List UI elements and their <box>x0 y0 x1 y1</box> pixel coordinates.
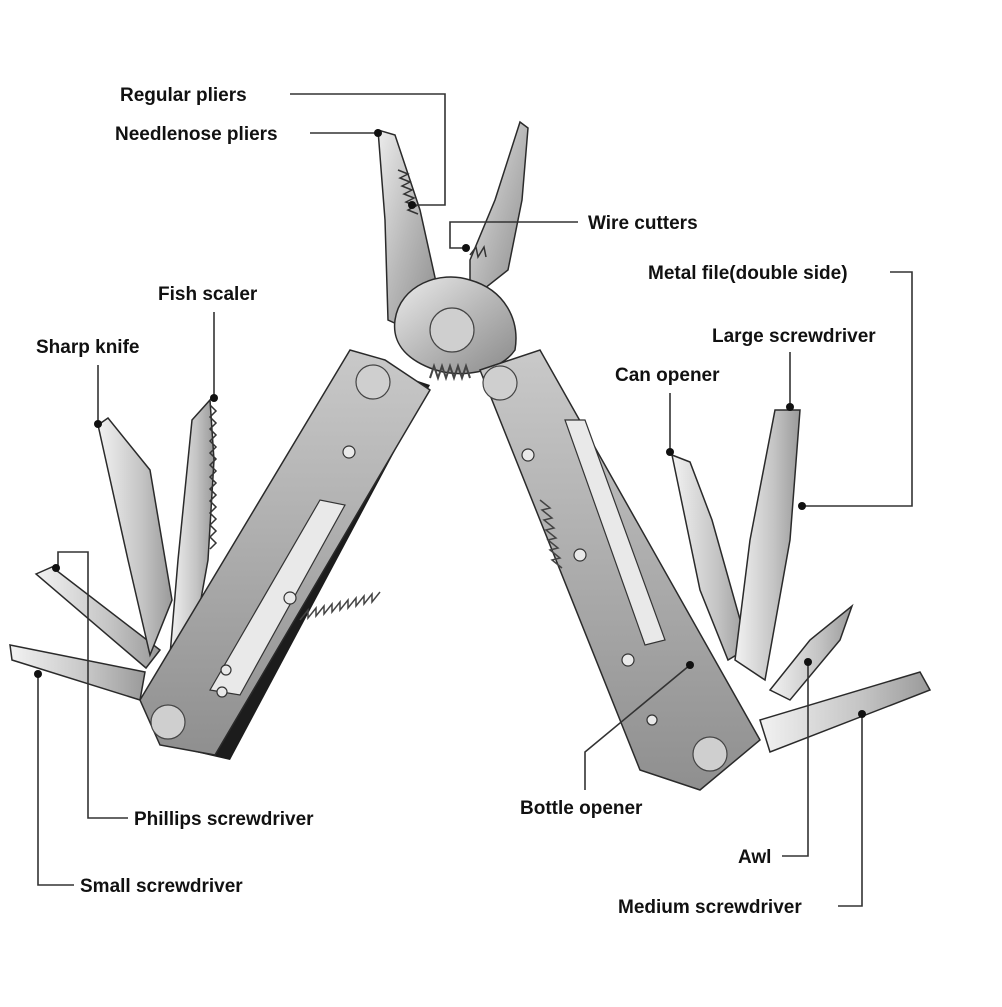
label-medium-screwdriver: Medium screwdriver <box>618 897 802 918</box>
leader-dot <box>210 394 218 402</box>
leader-dot <box>408 201 416 209</box>
right-handle-bolt-bottom <box>692 736 728 772</box>
left-handle-hole <box>283 591 297 605</box>
leader-awl <box>782 664 809 857</box>
multitool-illustration <box>9 120 932 791</box>
left-handle-serration <box>299 591 381 621</box>
leader-dot <box>786 403 794 411</box>
left-handle <box>139 349 432 756</box>
right-handle-hole <box>521 448 535 462</box>
label-sharp-knife: Sharp knife <box>36 337 139 358</box>
leader-dot <box>804 658 812 666</box>
awl-blade <box>768 603 854 701</box>
left-handle-hole <box>220 664 232 676</box>
right-handle-hole <box>646 714 658 726</box>
leader-medium-screwdriver <box>838 716 863 907</box>
label-small-screwdriver: Small screwdriver <box>80 876 243 897</box>
label-needlenose-pliers: Needlenose pliers <box>115 124 278 145</box>
leader-dot <box>462 244 470 252</box>
right-handle-hole <box>621 653 635 667</box>
leader-dot <box>94 420 102 428</box>
right-handle-cutout <box>564 419 666 646</box>
phillips-screwdriver-blade <box>34 566 162 670</box>
label-bottle-opener: Bottle opener <box>520 798 643 819</box>
leader-dot <box>858 710 866 718</box>
wire-cutter-edge <box>469 244 487 260</box>
sharp-knife-blade <box>97 416 173 658</box>
left-handle-hole <box>216 686 228 698</box>
left-handle-bolt-top <box>355 364 391 400</box>
leader-dot <box>52 564 60 572</box>
right-handle-serration <box>539 499 563 569</box>
callout-labels: Regular pliers Needlenose pliers Wire cu… <box>36 85 876 918</box>
leader-dot <box>666 448 674 456</box>
right-handle-bolt-top <box>482 365 518 401</box>
label-regular-pliers: Regular pliers <box>120 85 247 106</box>
left-handle-cutout <box>209 499 346 696</box>
medium-screwdriver-blade <box>759 671 932 753</box>
leader-phillips-screwdriver <box>57 551 128 819</box>
leader-dot <box>686 661 694 669</box>
leader-dot <box>34 670 42 678</box>
leader-metal-file <box>802 271 913 507</box>
leader-dot <box>374 129 382 137</box>
label-fish-scaler: Fish scaler <box>158 284 258 305</box>
left-handle-bolt-bottom <box>150 704 186 740</box>
label-wire-cutters: Wire cutters <box>588 213 698 234</box>
leader-bottle-opener <box>584 664 691 790</box>
small-screwdriver-blade <box>9 644 146 701</box>
leader-lines <box>34 93 913 907</box>
leader-regular-pliers <box>290 93 446 206</box>
needlenose-pliers-jaw <box>469 120 529 302</box>
label-large-screwdriver: Large screwdriver <box>712 326 876 347</box>
leader-small-screwdriver <box>37 676 74 886</box>
pliers-pivot <box>429 307 475 353</box>
large-screwdriver-blade <box>734 409 801 682</box>
left-handle-hole <box>342 445 356 459</box>
label-can-opener: Can opener <box>615 365 720 386</box>
fish-scaler-teeth <box>208 404 218 550</box>
pliers-spring <box>429 362 471 382</box>
leader-dot <box>798 502 806 510</box>
label-awl: Awl <box>738 847 771 868</box>
leader-wire-cutters <box>449 221 578 249</box>
label-phillips-screwdriver: Phillips screwdriver <box>134 809 314 830</box>
label-metal-file: Metal file(double side) <box>648 263 848 284</box>
right-handle-hole <box>573 548 587 562</box>
